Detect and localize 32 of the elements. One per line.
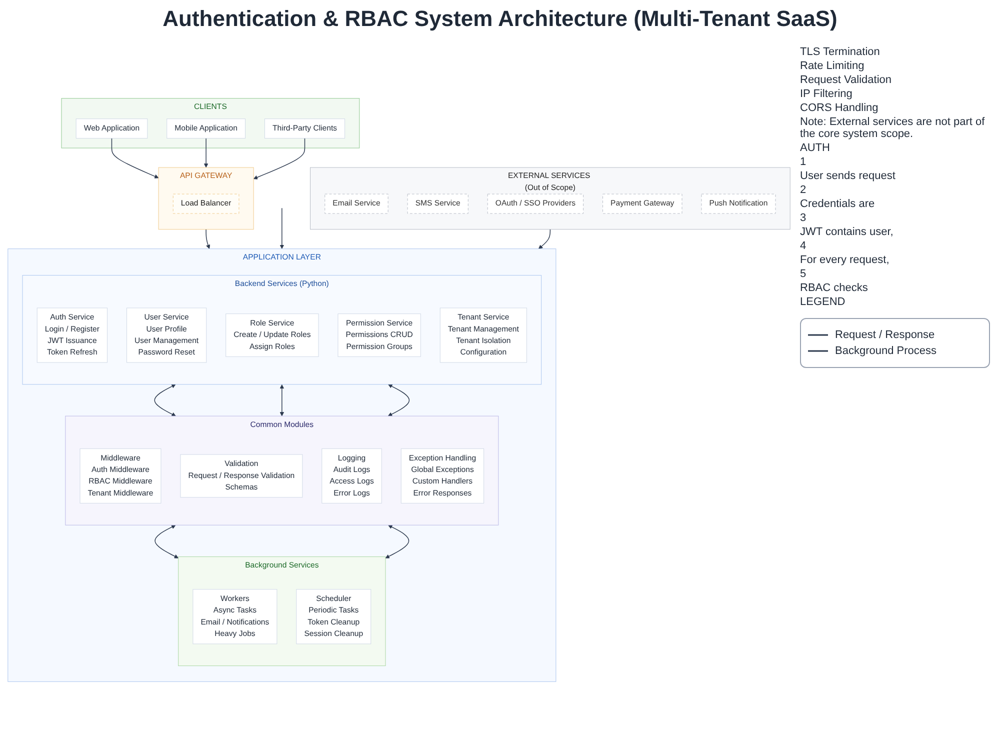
note-text: 5 — [800, 268, 808, 280]
arrow — [280, 384, 410, 416]
note-text: TLS Termination — [800, 46, 881, 58]
arrow — [253, 138, 306, 180]
diagram-title: Authentication & RBAC System Architecture (Multi-Tenant SaaS) — [162, 6, 838, 32]
note-text: For every request, — [800, 254, 890, 266]
note-text: Rate Limiting — [800, 60, 866, 72]
note-text: Credentials are — [800, 198, 876, 210]
note-text: Note: External services are not part of the core system scope. — [800, 116, 986, 140]
note-text: 1 — [800, 156, 808, 168]
arrow — [111, 138, 159, 178]
note-text: 4 — [800, 240, 808, 252]
note-text: 3 — [800, 212, 808, 224]
legend-label: Request / Response — [835, 329, 935, 341]
arrow — [154, 384, 410, 558]
note-text: IP Filtering — [800, 88, 854, 100]
arrow — [206, 228, 210, 249]
note-text: CORS Handling — [800, 102, 880, 114]
arrow — [154, 228, 551, 416]
note-text: RBAC checks — [800, 282, 869, 294]
note-text: User sends request — [800, 170, 896, 182]
arrow — [204, 138, 208, 168]
arrow — [280, 208, 284, 249]
legend-label: Background Process — [835, 345, 936, 357]
note-text: LEGEND — [800, 296, 846, 308]
note-text: JWT contains user, — [800, 226, 894, 238]
note-text: AUTH — [800, 142, 831, 154]
arrow — [154, 384, 284, 416]
arrow — [385, 228, 551, 558]
note-text: Request Validation — [800, 74, 893, 86]
note-text: 2 — [800, 184, 808, 196]
arrow — [154, 525, 410, 558]
